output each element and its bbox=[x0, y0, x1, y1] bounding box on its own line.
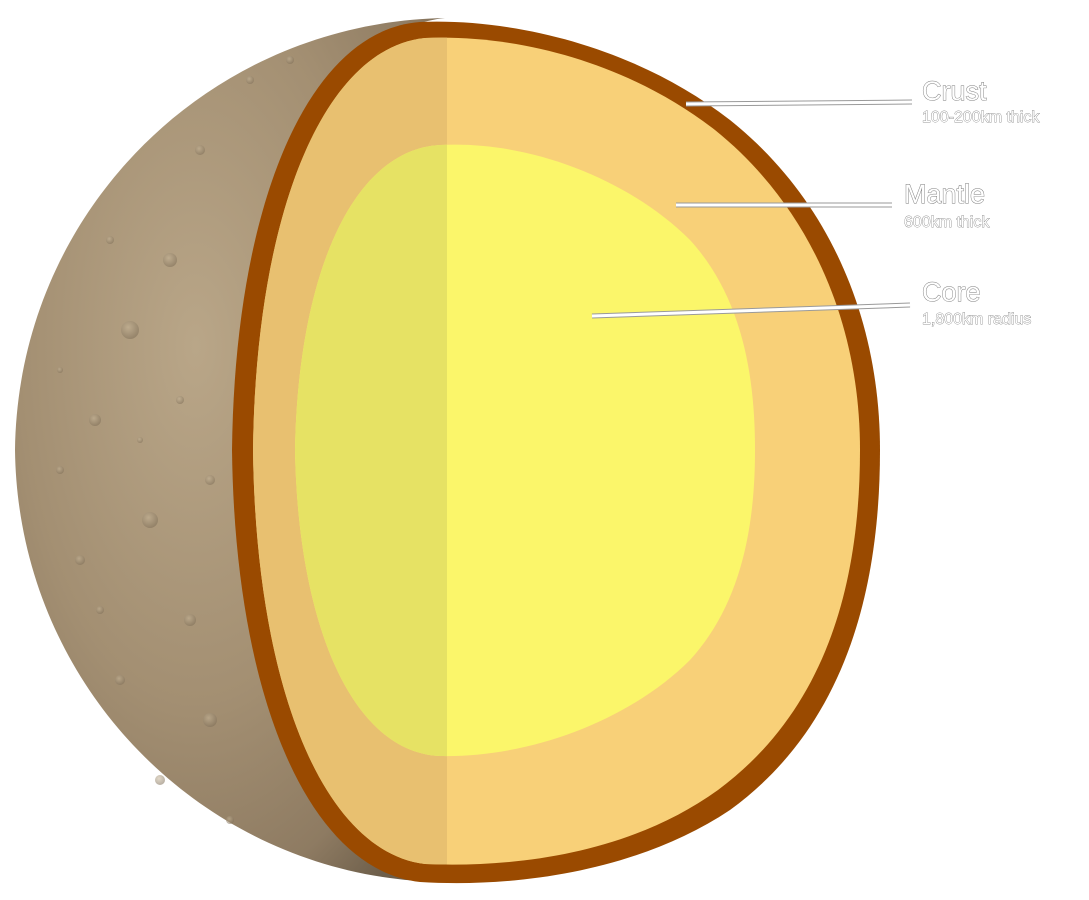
mantle-label-title: Mantle bbox=[904, 179, 985, 209]
core-label-detail: 1,800km radius bbox=[922, 311, 1031, 328]
mantle-label-detail: 600km thick bbox=[904, 214, 990, 231]
crust-label-title: Crust bbox=[922, 76, 987, 106]
crust-leader-line bbox=[685, 99, 913, 107]
mantle-label: Mantle 600km thick bbox=[904, 179, 991, 232]
crust-label: Crust 100-200km thick bbox=[922, 76, 1041, 127]
surface-craters bbox=[56, 56, 294, 824]
core-label: Core 1,800km radius bbox=[922, 277, 1032, 329]
planet-surface bbox=[15, 18, 445, 882]
core-label-title: Core bbox=[922, 277, 981, 307]
core-layer bbox=[295, 144, 755, 757]
core-leader-line bbox=[591, 302, 911, 319]
crust-label-detail: 100-200km thick bbox=[922, 109, 1040, 126]
